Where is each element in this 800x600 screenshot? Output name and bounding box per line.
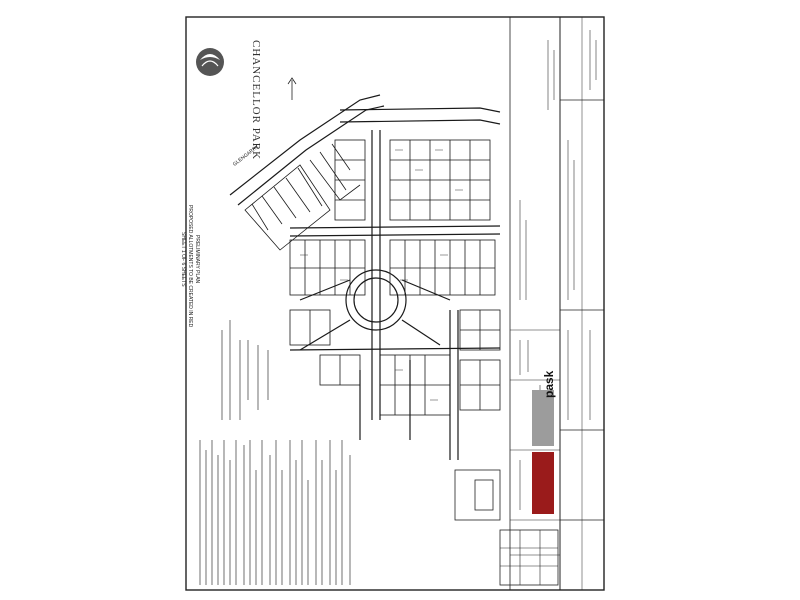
accent-block xyxy=(532,452,554,514)
lot-parcels xyxy=(244,139,501,416)
estate-logo-icon xyxy=(196,48,224,76)
road-network xyxy=(229,94,501,460)
legend-notes xyxy=(221,320,269,420)
notes-text-block xyxy=(199,440,351,585)
lot-labels xyxy=(300,149,463,401)
inset-diagram xyxy=(454,469,501,521)
north-arrow-icon xyxy=(287,77,297,100)
plan-title: PRELIMINARY PLAN xyxy=(194,235,200,284)
sheet-info: SHEET 1 OF 6 SHEETS xyxy=(180,232,186,287)
consultant-logo-block xyxy=(532,390,554,446)
plan-subtitle: PROPOSED ALLOTMENTS TO BE CREATED IN RED xyxy=(187,205,193,328)
estate-name: CHANCELLOR PARK xyxy=(250,40,262,161)
consultant-logo-text: pask xyxy=(542,370,556,398)
info-panel xyxy=(509,16,561,591)
legend-table xyxy=(499,529,559,586)
